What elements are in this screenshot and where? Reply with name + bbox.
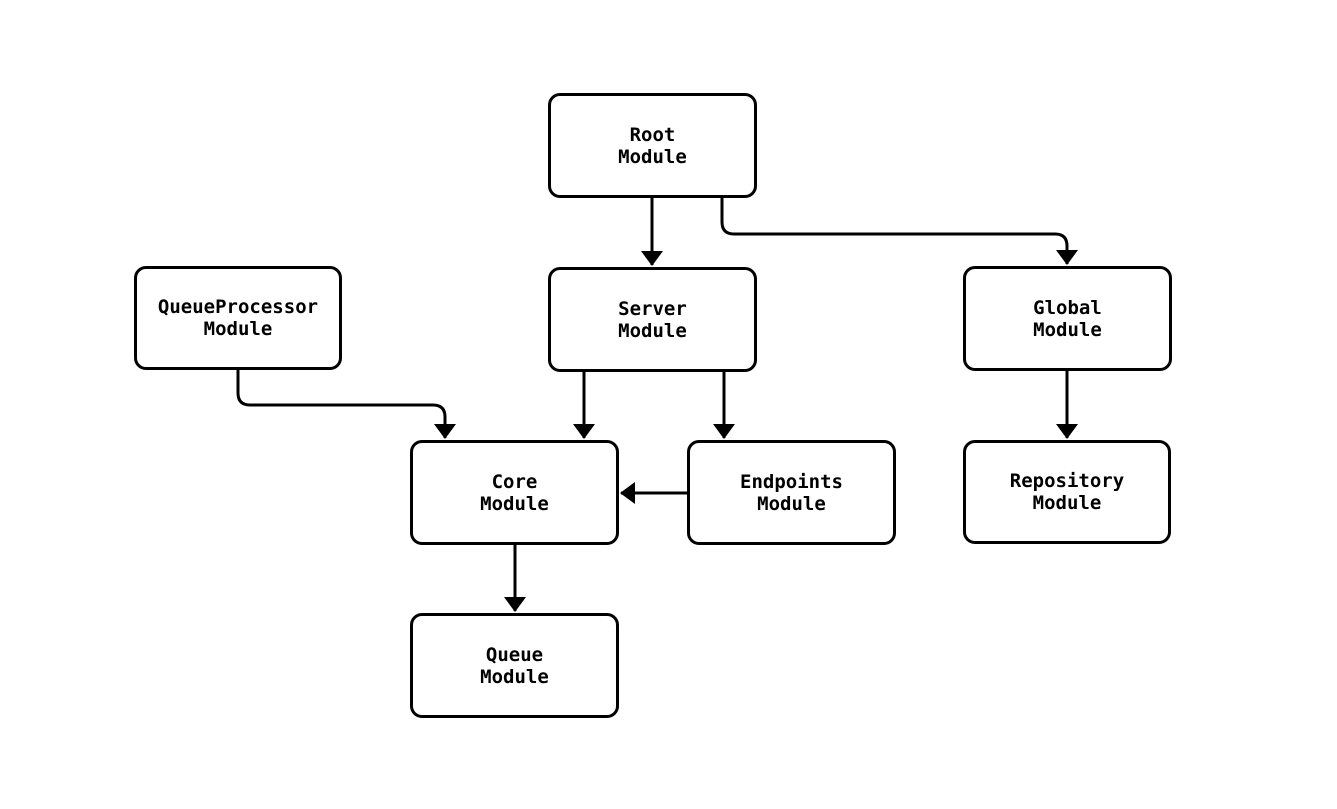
node-root-module: Root Module [548,93,757,198]
node-label: Repository [1009,470,1125,492]
node-label: Root [629,123,676,146]
node-global-module: Global Module [963,266,1172,371]
node-endpoints-module: Endpoints Module [687,440,896,545]
node-core-module: Core Module [410,440,619,545]
node-sublabel: Module [480,492,549,515]
node-sublabel: Module [757,492,826,515]
node-queueprocessor-module: QueueProcessor Module [134,266,342,370]
node-sublabel: Module [1032,492,1102,514]
edge-queueprocessor-to-core [236,370,456,439]
node-sublabel: Module [480,665,549,688]
edge-root-to-global [720,198,1078,265]
node-label: Server [618,297,687,320]
node-label: QueueProcessor [157,296,319,318]
node-queue-module: Queue Module [410,613,619,718]
node-sublabel: Module [203,318,273,340]
node-server-module: Server Module [548,267,757,372]
node-sublabel: Module [618,319,687,342]
node-repository-module: Repository Module [963,440,1171,544]
node-label: Core [491,470,538,493]
node-sublabel: Module [618,145,687,168]
node-label: Queue [485,643,544,666]
node-label: Endpoints [740,470,843,493]
node-label: Global [1033,296,1102,319]
node-sublabel: Module [1033,318,1102,341]
